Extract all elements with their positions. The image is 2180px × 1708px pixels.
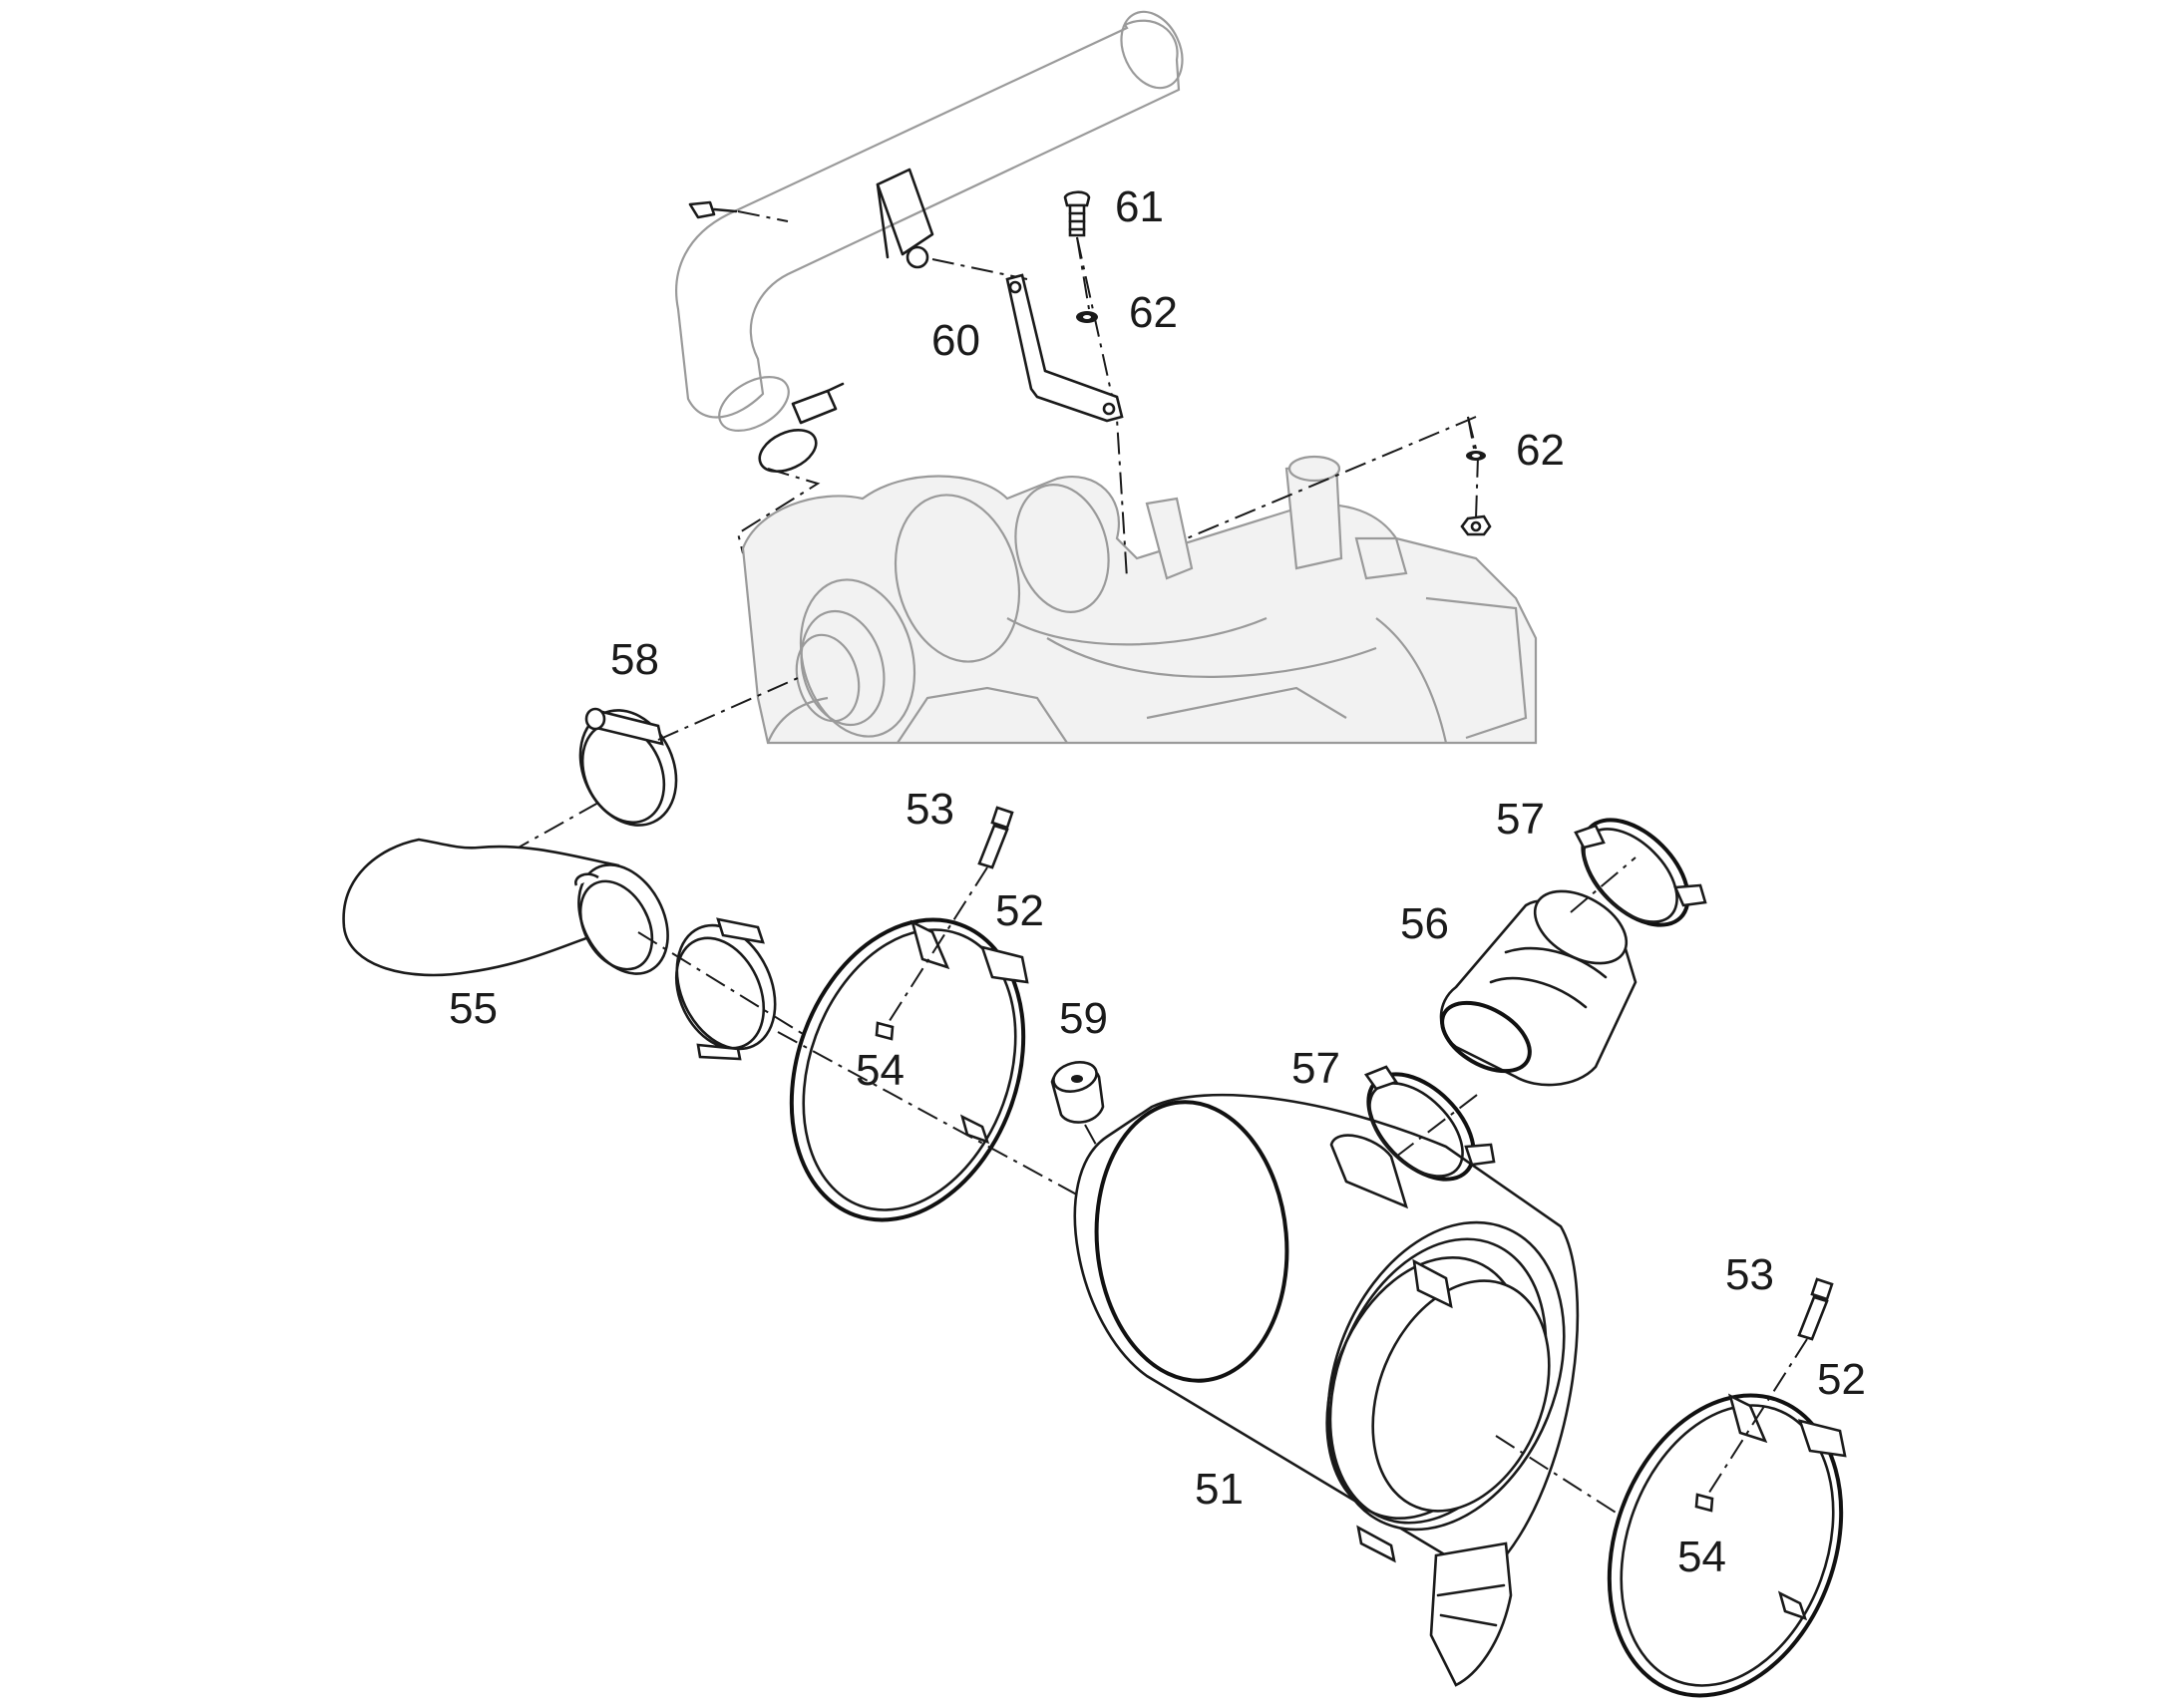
part-59-restriction-indicator [1050,1061,1105,1124]
part-62-washer-upper [1076,311,1098,323]
part-57-clamp-lower [1363,1065,1496,1182]
callout-62-upper: 62 [1129,288,1178,337]
part-51-air-filter-housing [1073,1093,1580,1687]
callout-58: 58 [610,635,659,684]
part-58-hose-clamp [578,707,678,827]
exhaust-pipe [675,10,1184,433]
callout-51: 51 [1195,1465,1244,1514]
engine-turbocharger [741,455,1538,745]
part-61-bolt [1063,190,1091,237]
exhaust-bolt-upper-left [688,200,738,219]
hose-clamp-tbolt [674,917,777,1061]
part-52-mounting-band-right [1607,1393,1847,1698]
callout-61: 61 [1115,182,1164,231]
nut [1460,514,1492,536]
exhaust-clamp [758,382,845,473]
part-62-washer-right [1466,451,1486,461]
callout-52-left: 52 [995,886,1044,935]
part-52-mounting-band-left [789,917,1029,1222]
callout-57-upper: 57 [1496,795,1545,844]
part-55-intake-hose [342,838,669,977]
part-54-nut-right [1694,1493,1714,1513]
callout-54-left: 54 [856,1046,905,1095]
part-53-bolt-right [1797,1277,1834,1341]
callout-57-lower: 57 [1291,1044,1340,1093]
callout-59: 59 [1059,994,1108,1043]
part-60-bracket [1005,273,1124,423]
callout-56: 56 [1400,899,1449,948]
callout-53-right: 53 [1725,1250,1774,1299]
callout-53-left: 53 [906,785,954,834]
callout-52-right: 52 [1817,1355,1866,1404]
part-54-nut-left [875,1021,895,1041]
callout-55: 55 [449,984,498,1033]
callout-60: 60 [931,316,980,365]
part-56-rubber-elbow [1439,889,1637,1087]
part-57-clamp-upper [1574,818,1707,927]
callout-54-right: 54 [1677,1533,1726,1581]
part-53-bolt-left [977,806,1014,869]
callout-62-right: 62 [1516,426,1565,475]
